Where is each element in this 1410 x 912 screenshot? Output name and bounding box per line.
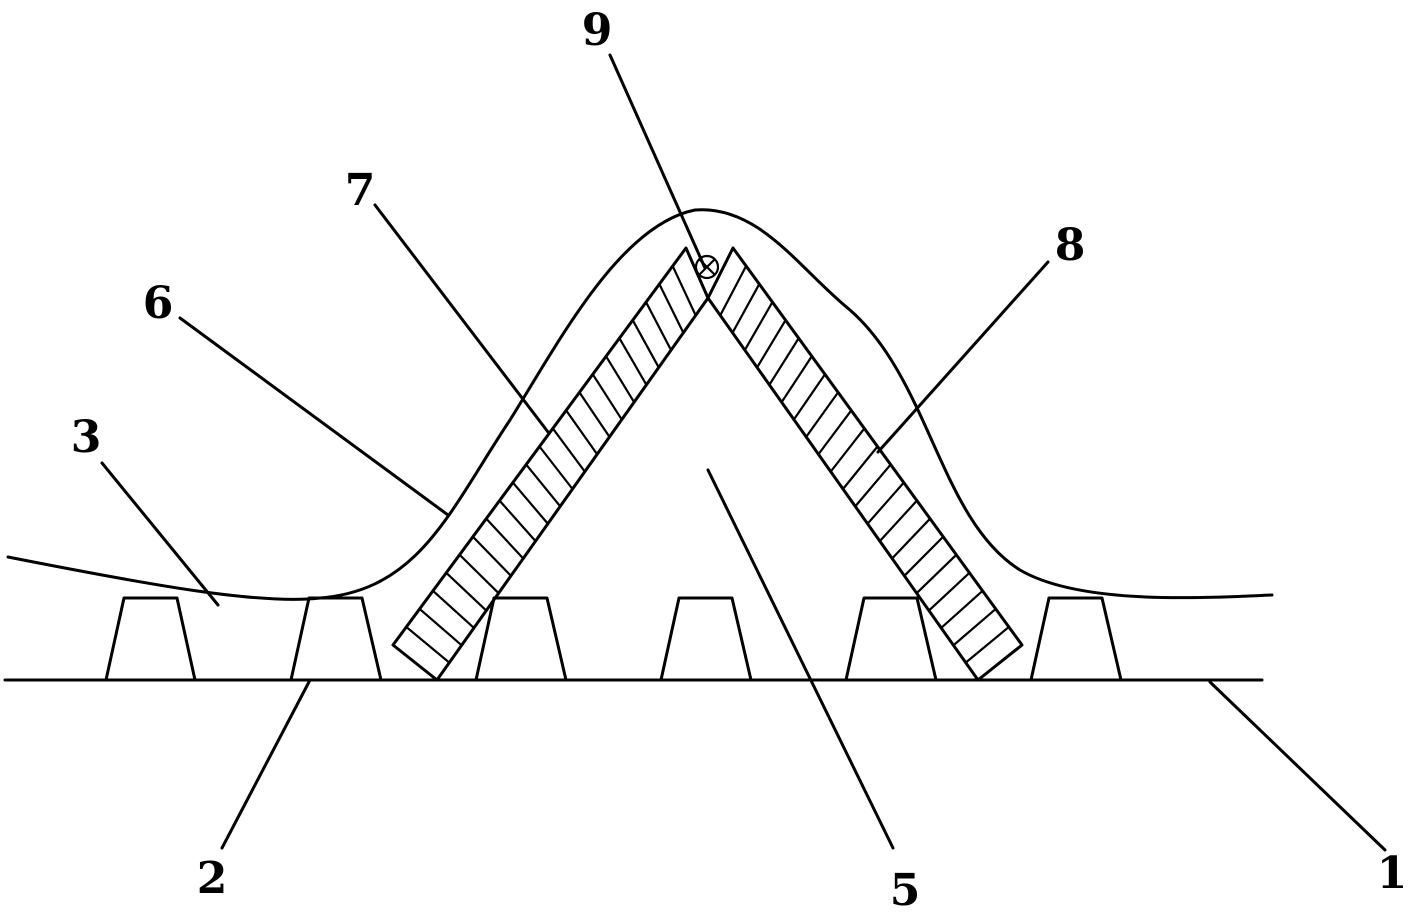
board-hatch (928, 572, 971, 612)
board-hatch (817, 409, 853, 455)
label-7: 7 (345, 165, 376, 216)
leader-line-2 (220, 678, 312, 850)
board-hatch (768, 337, 800, 386)
board-hatch (538, 445, 574, 490)
label-5: 5 (890, 865, 921, 912)
block (289, 596, 383, 682)
block (104, 596, 197, 682)
board-hatch (578, 391, 611, 438)
board-hatch (965, 626, 1010, 664)
board-hatch (405, 626, 451, 664)
board-hatch (854, 463, 892, 508)
board-outline (706, 246, 1024, 682)
label-3: 3 (71, 412, 102, 463)
board-hatch (829, 427, 866, 473)
board-hatch (485, 517, 525, 560)
board-hatch (671, 265, 697, 316)
board-hatch (719, 265, 748, 316)
board-hatch (866, 481, 905, 525)
hinge-icon (694, 254, 720, 280)
leader-line-8 (876, 260, 1050, 454)
board-hatch (605, 355, 636, 403)
block (474, 596, 568, 682)
board-hatch (743, 301, 774, 351)
board-hatch (418, 608, 463, 647)
leader-line-3 (100, 461, 220, 607)
board-hatch (805, 391, 839, 438)
board-hatch (891, 517, 931, 560)
label-2: 2 (197, 853, 228, 904)
board-hatch (731, 283, 761, 334)
board-hatch (903, 535, 944, 577)
board-hatch (842, 445, 879, 490)
cover-curve (6, 208, 1274, 601)
block (844, 596, 938, 682)
board-hatch (631, 319, 660, 368)
board-hatch (645, 301, 673, 351)
right-board (706, 246, 1024, 682)
label-8: 8 (1055, 220, 1086, 271)
leader-line-5 (706, 468, 895, 850)
board-hatch (915, 553, 958, 594)
board-hatch (472, 535, 512, 577)
board-hatch (658, 283, 685, 334)
leader-line-6 (178, 316, 450, 517)
board-hatch (793, 373, 826, 421)
block-row (104, 596, 1123, 682)
leader-line-7 (373, 203, 550, 434)
board-hatch (525, 463, 562, 508)
board-hatch (940, 590, 984, 629)
board-hatch (591, 373, 623, 421)
board-hatch (756, 319, 787, 369)
board-hatch (952, 608, 997, 647)
board-hatch (879, 499, 918, 542)
board-hatch (432, 590, 475, 629)
leader-lines (100, 53, 1387, 852)
board-hatch (551, 427, 586, 473)
board-hatch (565, 409, 599, 455)
board-hatch (512, 481, 549, 525)
leader-line-9 (608, 53, 707, 270)
board-hatch (618, 337, 648, 386)
label-9: 9 (582, 5, 613, 56)
board-hatch (458, 553, 500, 594)
board-hatch (780, 355, 813, 403)
board-hatch (445, 572, 488, 612)
label-1: 1 (1377, 848, 1408, 899)
leader-line-1 (1208, 680, 1387, 852)
block (1029, 596, 1123, 682)
board-hatch (498, 499, 537, 542)
label-6: 6 (143, 278, 174, 329)
block (659, 596, 753, 682)
